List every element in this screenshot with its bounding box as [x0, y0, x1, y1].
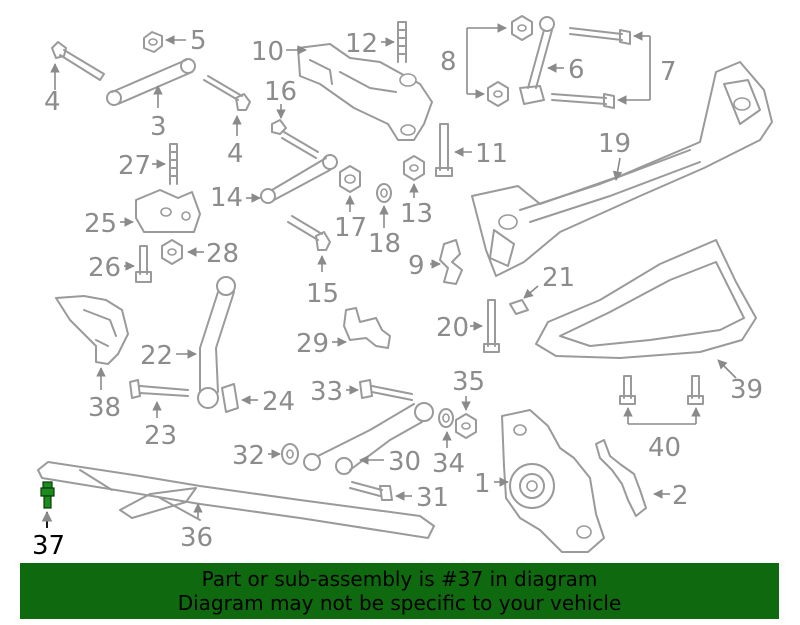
banner-line-1: Part or sub-assembly is #37 in diagram — [201, 567, 598, 591]
part-14-link[interactable] — [260, 154, 338, 204]
part-2-sensor[interactable] — [595, 439, 647, 517]
part-7-bolt-top[interactable] — [569, 27, 631, 45]
part-18-washer[interactable] — [376, 183, 392, 203]
callout-29: 29 — [296, 329, 329, 359]
callout-33: 33 — [310, 377, 343, 407]
part-21-clip[interactable] — [509, 299, 529, 315]
part-35-nut[interactable] — [455, 413, 477, 439]
callout-16: 16 — [264, 77, 297, 107]
part-1-wheel-carrier[interactable] — [501, 409, 605, 553]
callout-22: 22 — [140, 341, 173, 371]
callout-15: 15 — [306, 279, 339, 309]
callout-20: 20 — [436, 313, 469, 343]
part-37-bolt-highlighted[interactable] — [40, 481, 55, 509]
part-4-bolt-right[interactable] — [203, 75, 251, 111]
callout-4a: 4 — [44, 87, 61, 117]
part-36-brace[interactable] — [37, 461, 435, 539]
part-40-bolt-right[interactable] — [687, 375, 704, 405]
part-26-bolt[interactable] — [135, 245, 152, 283]
part-23-bolt[interactable] — [129, 379, 189, 399]
part-5-nut[interactable] — [143, 31, 163, 53]
part-15-bolt[interactable] — [287, 215, 331, 251]
callout-26: 26 — [88, 253, 121, 283]
callout-18: 18 — [368, 229, 401, 259]
part-19-subframe[interactable] — [471, 61, 773, 277]
part-16-bolt[interactable] — [271, 119, 319, 159]
part-40-bolt-left[interactable] — [619, 375, 636, 405]
callout-36: 36 — [180, 523, 213, 553]
callout-7: 7 — [660, 57, 677, 87]
callout-28: 28 — [206, 239, 239, 269]
callout-4b: 4 — [227, 139, 244, 169]
part-17-bushing[interactable] — [339, 165, 361, 193]
part-34-washer[interactable] — [438, 408, 454, 428]
info-banner: Part or sub-assembly is #37 in diagram D… — [20, 563, 779, 619]
part-4-bolt-left[interactable] — [51, 41, 105, 81]
part-22-trailing-arm[interactable] — [197, 276, 236, 409]
part-10-bracket[interactable] — [297, 43, 433, 141]
callout-25: 25 — [84, 209, 117, 239]
callout-6: 6 — [568, 55, 585, 85]
part-3-control-arm[interactable] — [106, 58, 196, 106]
callout-38: 38 — [88, 393, 121, 423]
callout-21: 21 — [542, 263, 575, 293]
part-7-bolt-bottom[interactable] — [551, 93, 615, 109]
callout-31: 31 — [416, 483, 449, 513]
callout-23: 23 — [144, 421, 177, 451]
callout-40: 40 — [648, 433, 681, 463]
callout-5: 5 — [190, 26, 207, 56]
callout-11: 11 — [475, 139, 508, 169]
part-25-bracket[interactable] — [135, 189, 201, 233]
callout-12: 12 — [345, 29, 378, 59]
callout-27: 27 — [118, 151, 151, 181]
callout-34: 34 — [432, 449, 465, 479]
part-33-bolt[interactable] — [359, 379, 413, 401]
part-38-heat-shield[interactable] — [55, 295, 129, 365]
part-8-nut-top[interactable] — [511, 15, 533, 41]
callout-1: 1 — [474, 469, 491, 499]
callout-3: 3 — [150, 112, 167, 142]
part-13-nut[interactable] — [403, 155, 425, 181]
callout-17: 17 — [334, 213, 367, 243]
part-28-nut[interactable] — [161, 239, 183, 265]
part-9-clip[interactable] — [439, 239, 463, 285]
callout-8: 8 — [440, 47, 457, 77]
banner-line-2: Diagram may not be specific to your vehi… — [177, 591, 622, 615]
callout-19: 19 — [598, 129, 631, 159]
part-12-stud[interactable] — [397, 21, 407, 63]
callout-39: 39 — [730, 375, 763, 405]
part-8-nut-bottom[interactable] — [487, 81, 509, 107]
callout-32: 32 — [232, 441, 265, 471]
part-24-bushing[interactable] — [221, 383, 239, 413]
part-11-bolt[interactable] — [435, 123, 453, 177]
callout-24: 24 — [262, 387, 295, 417]
callout-2: 2 — [672, 481, 689, 511]
callout-37: 37 — [32, 531, 65, 561]
callout-30: 30 — [388, 447, 421, 477]
part-29-bracket[interactable] — [343, 307, 391, 349]
callout-9: 9 — [408, 251, 425, 281]
part-20-bolt[interactable] — [483, 299, 500, 353]
callout-35: 35 — [452, 367, 485, 397]
callout-13: 13 — [400, 199, 433, 229]
part-6-stabilizer-link[interactable] — [519, 16, 555, 105]
part-27-stud[interactable] — [169, 143, 178, 185]
part-31-bolt[interactable] — [349, 481, 393, 501]
callout-10: 10 — [251, 37, 284, 67]
part-32-washer[interactable] — [281, 443, 299, 465]
part-39-shield[interactable] — [535, 239, 757, 359]
callout-14: 14 — [210, 183, 243, 213]
